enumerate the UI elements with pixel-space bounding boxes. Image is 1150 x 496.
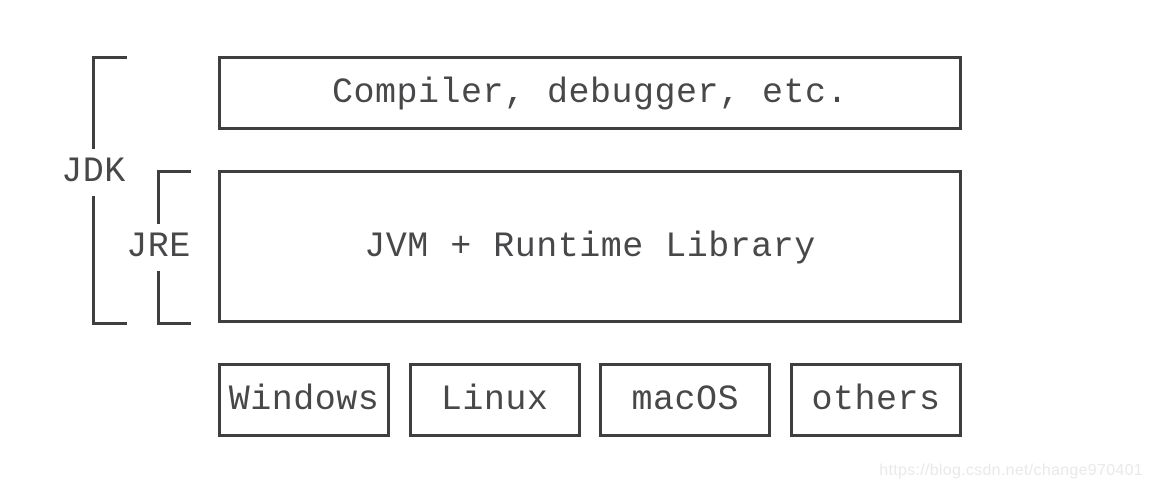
csdn-watermark: https://blog.csdn.net/change970401 bbox=[879, 462, 1143, 479]
jdk-label: JDK bbox=[61, 149, 126, 196]
platform-box-windows: Windows bbox=[218, 363, 390, 437]
platform-label-windows: Windows bbox=[228, 380, 380, 420]
jre-bracket-bottom-tick bbox=[157, 322, 191, 325]
jre-label: JRE bbox=[126, 224, 191, 271]
platform-label-linux: Linux bbox=[440, 380, 549, 420]
compiler-debugger-label: Compiler, debugger, etc. bbox=[331, 73, 849, 113]
platform-box-linux: Linux bbox=[408, 363, 581, 437]
jvm-runtime-label: JVM + Runtime Library bbox=[364, 226, 816, 267]
platform-box-others: others bbox=[789, 363, 962, 437]
platform-row: Windows Linux macOS others bbox=[218, 363, 962, 437]
jdk-bracket-bottom-tick bbox=[92, 322, 127, 325]
jre-bracket: JRE bbox=[126, 170, 191, 325]
jdk-bracket-top-tick bbox=[92, 56, 127, 59]
platform-box-macos: macOS bbox=[599, 363, 772, 437]
compiler-debugger-box: Compiler, debugger, etc. bbox=[218, 56, 962, 130]
platform-label-macos: macOS bbox=[631, 380, 740, 420]
platform-label-others: others bbox=[811, 380, 941, 420]
jre-bracket-top-tick bbox=[157, 170, 191, 173]
jdk-bracket: JDK bbox=[61, 56, 127, 325]
jvm-runtime-box: JVM + Runtime Library bbox=[218, 170, 962, 323]
